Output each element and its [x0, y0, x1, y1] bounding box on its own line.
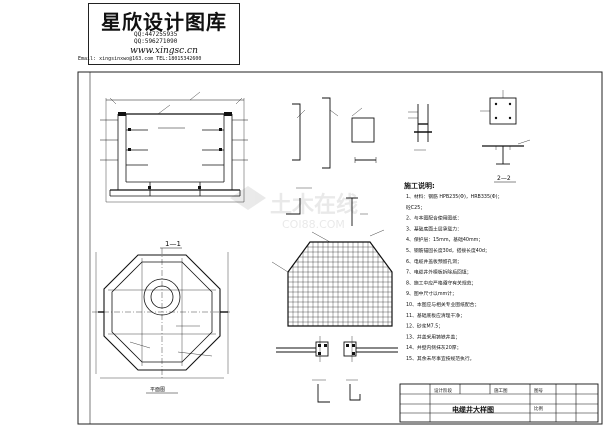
stamp-brand: 星欣设计图库 [101, 10, 227, 34]
title-block [399, 383, 599, 423]
note-line: 砼C25； [406, 204, 425, 211]
mesh-panel [271, 229, 393, 327]
watermark-line2: COI88.COM [282, 218, 345, 231]
note-line: 6、电缆井盖板预留孔洞； [406, 258, 462, 265]
note-line: 10、本图应与相关专业图纸配合； [406, 301, 479, 308]
note-line: 12、砂浆M7.5； [406, 323, 443, 330]
section-view [100, 91, 248, 203]
note-line: 9、图中尺寸以mm计； [406, 290, 457, 297]
title-cell-1: 设计阶段 [434, 387, 452, 394]
note-line: 3、基础底面土层承载力： [406, 225, 462, 232]
note-line: 4、保护层：15mm，基础40mm； [406, 236, 483, 243]
drawing-frame [77, 71, 603, 425]
beam-detail-bars [318, 344, 355, 355]
detail-label: 2—2 [497, 175, 511, 182]
plan-view [92, 248, 232, 380]
watermark-line1: 土木在线 [270, 192, 358, 218]
plan-label: 平面图 [150, 387, 165, 393]
note-line: 8、施工中应严格遵守有关规范； [406, 279, 476, 286]
plate-bolts [494, 102, 512, 120]
rebar-details [292, 90, 531, 169]
note-line: 7、电缆井外模板拆除后回填； [406, 269, 471, 276]
stamp-email: Email: xingsinxwo@163.com TEL:1801534260… [78, 56, 202, 62]
title-cell-3: 图号 [534, 388, 543, 394]
stamp-qq2: QQ:596271090 [134, 38, 178, 45]
note-line: 14、井壁内侧抹灰20厚； [406, 344, 461, 351]
note-line: 11、基础底板应清理干净； [406, 312, 465, 319]
notes-title: 施工说明: [404, 181, 435, 190]
beam-details [276, 336, 398, 403]
note-line: 15、其余未尽事宜按规范执行。 [406, 355, 474, 362]
stamp-url: www.xingsc.cn [130, 46, 198, 56]
note-line: 13、井盖采用铸铁井盖； [406, 333, 460, 340]
stamp-qq1: QQ:447255935 [134, 31, 178, 38]
note-line: 1、材料：钢筋 HPB235(Φ)，HRB335(Φ)； [406, 193, 502, 200]
title-cell-2: 施工图 [494, 387, 508, 394]
note-line: 2、与本图配合使用图纸： [406, 215, 462, 222]
rebar-shapes [286, 187, 368, 226]
section-view-marks [118, 112, 232, 189]
watermark: 土木在线 COI88.COM [230, 186, 358, 231]
section-label: 1—1 [165, 240, 181, 248]
note-line: 5、钢筋锚固长度30d，搭接长度40d； [406, 247, 490, 254]
title-cell-4: 比例 [534, 405, 543, 412]
logo-stamp: 星欣设计图库 QQ:447255935 QQ:596271090 www.xin… [88, 3, 240, 65]
drawing-title: 电缆井大样图 [452, 405, 494, 414]
notes-list: 1、材料：钢筋 HPB235(Φ)，HRB335(Φ)； 砼C25； 2、与本图配… [406, 193, 502, 362]
